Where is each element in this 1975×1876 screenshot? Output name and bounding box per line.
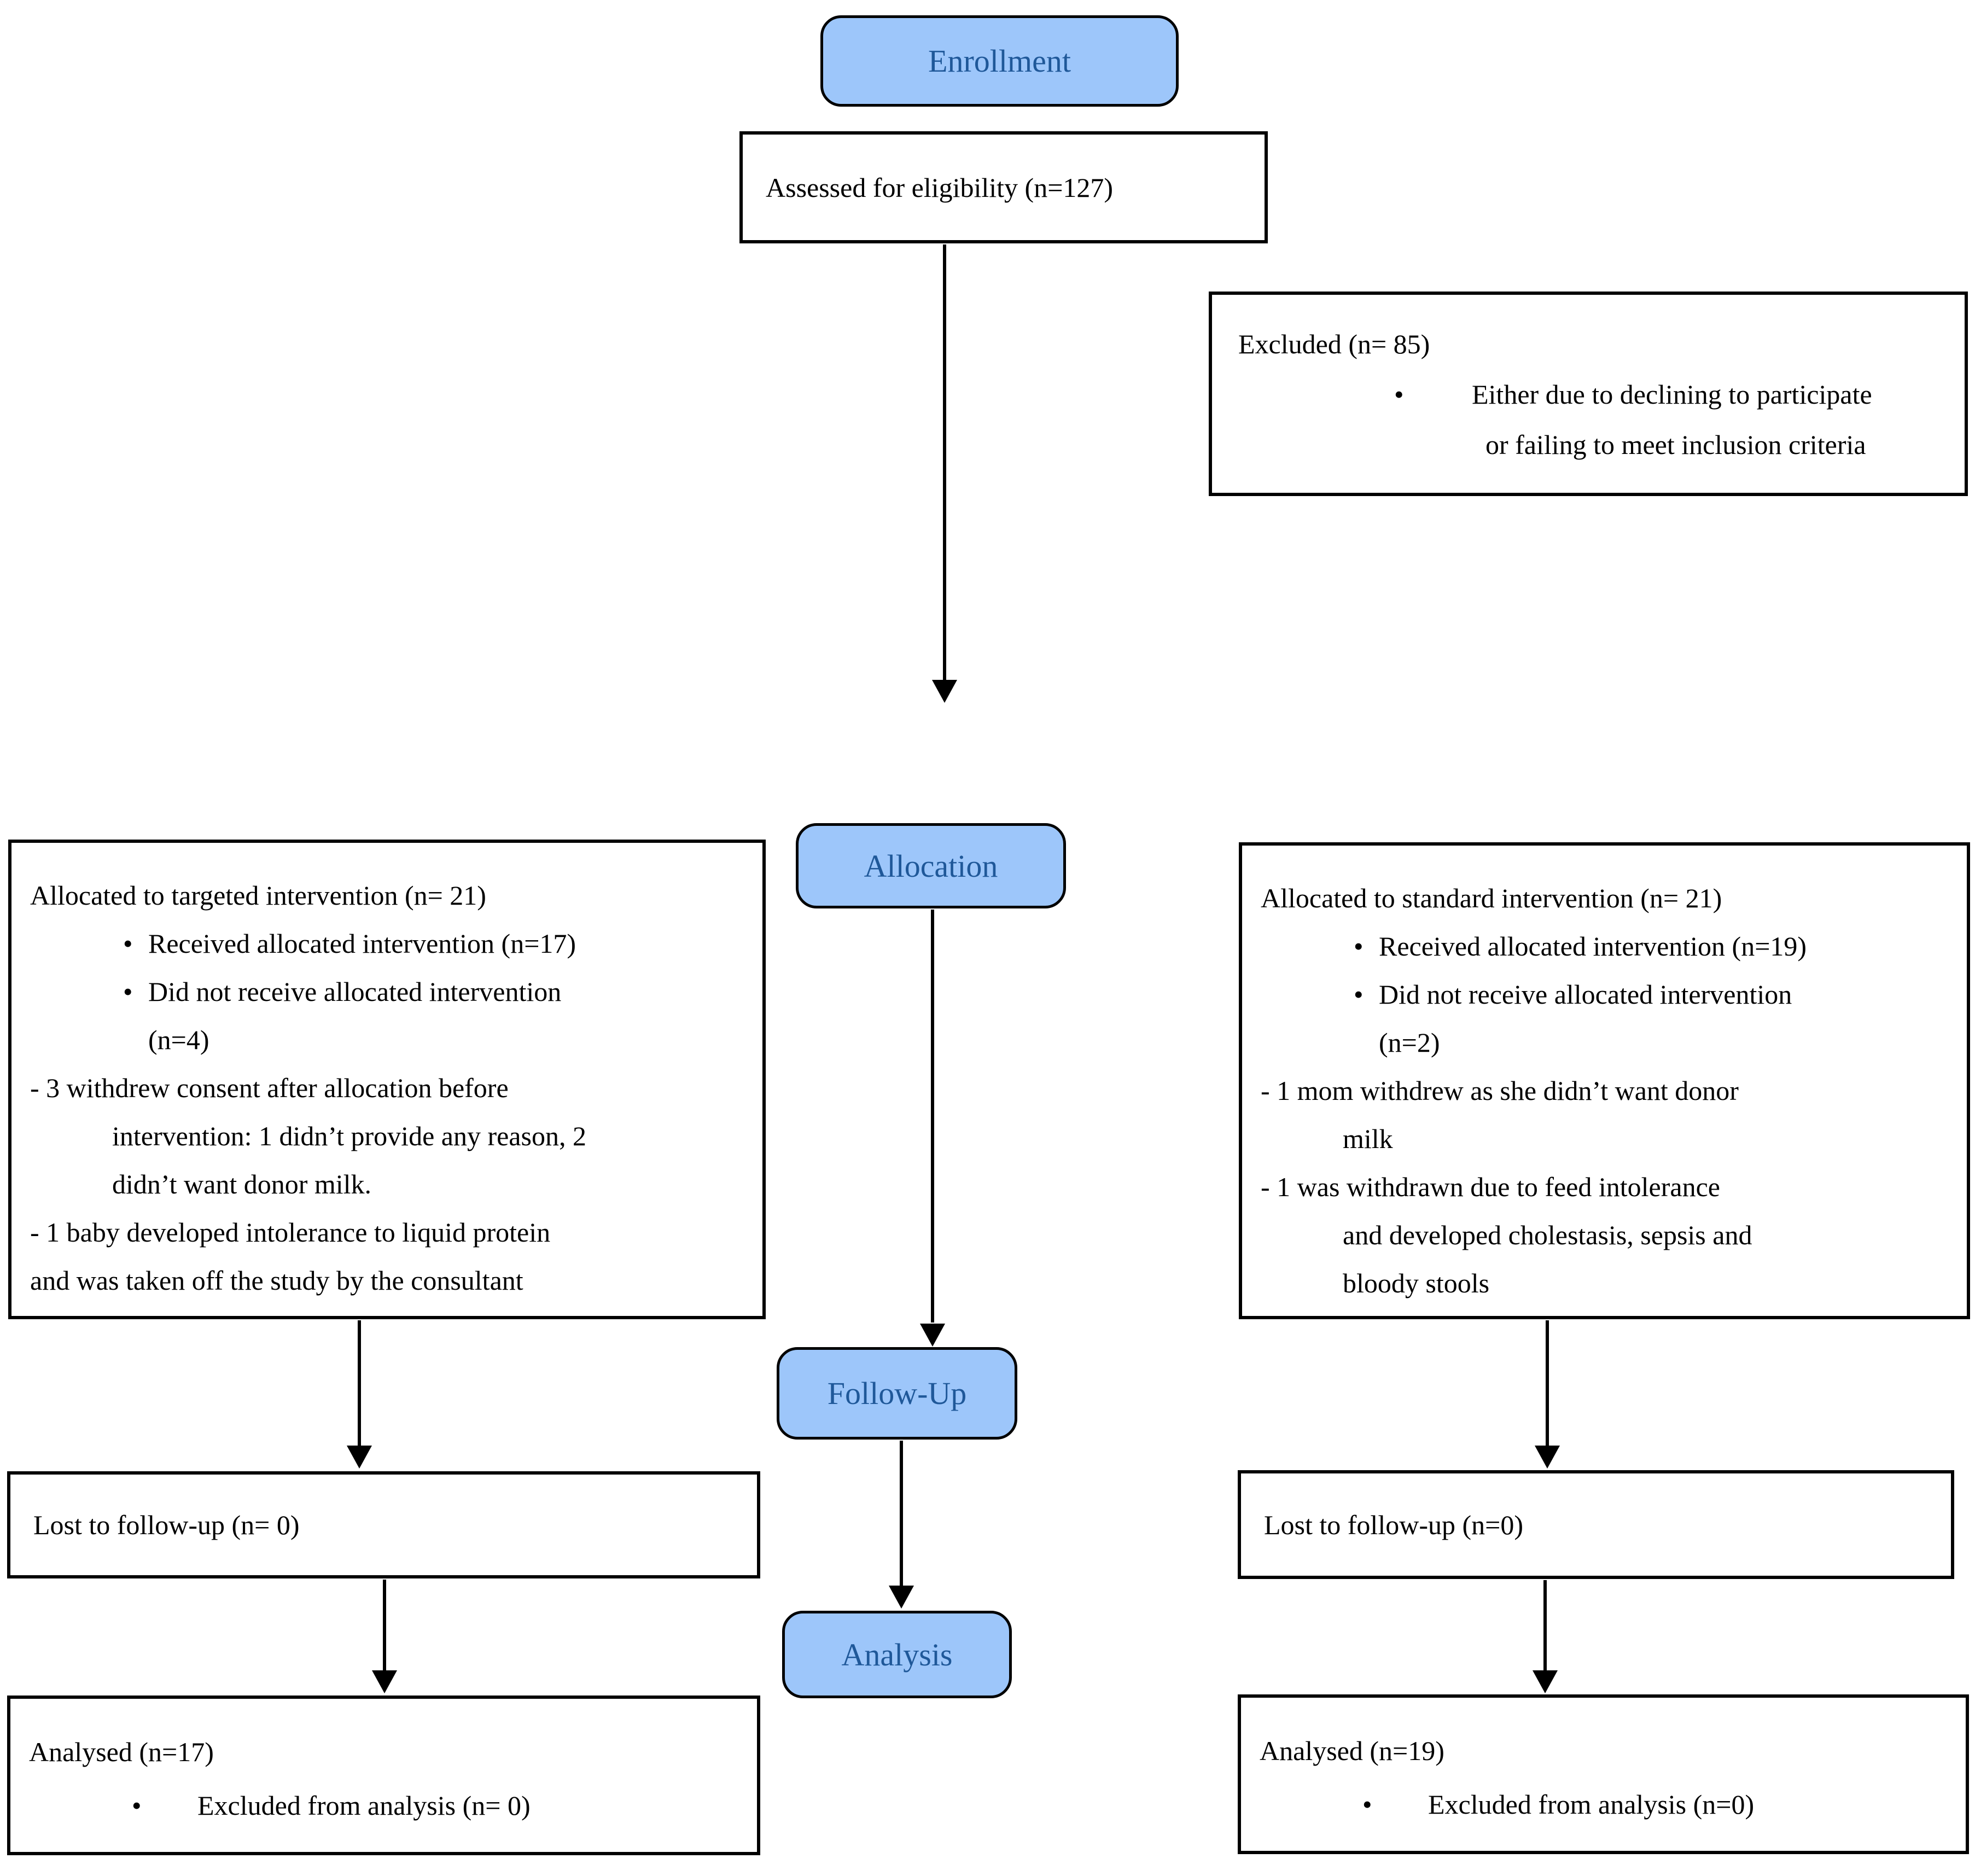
standard-not-received: Did not receive allocated intervention — [1379, 979, 1792, 1010]
targeted-note1-line3: didn’t want donor milk. — [112, 1169, 372, 1199]
standard-analysed-box: Analysed (n=19) • Excluded from analysis … — [1238, 1694, 1969, 1854]
bullet-icon: • — [1354, 979, 1364, 1010]
targeted-lost-box: Lost to follow-up (n= 0) — [7, 1471, 760, 1578]
standard-note2-line1: - 1 was withdrawn due to feed intoleranc… — [1261, 1172, 1720, 1202]
arrow-standard-lost-to-analysed-head — [1533, 1670, 1558, 1693]
targeted-note1-line1: - 3 withdrew consent after allocation be… — [30, 1073, 509, 1103]
targeted-note1-line2: intervention: 1 didn’t provide any reaso… — [112, 1121, 586, 1151]
targeted-intervention-box: Allocated to targeted intervention (n= 2… — [8, 840, 766, 1319]
standard-note2-line3: bloody stools — [1343, 1268, 1490, 1298]
arrow-targeted-lost-to-analysed-line — [383, 1580, 386, 1670]
standard-title: Allocated to standard intervention (n= 2… — [1261, 883, 1722, 913]
arrow-followup-to-analysis-line — [900, 1441, 903, 1586]
excluded-box: Excluded (n= 85) • Either due to declinin… — [1209, 292, 1968, 496]
arrow-allocation-to-followup-line — [931, 910, 934, 1322]
targeted-analysed-box: Analysed (n=17) • Excluded from analysis … — [7, 1696, 760, 1855]
allocation-stage-label: Allocation — [864, 848, 998, 884]
bullet-icon: • — [1394, 379, 1404, 410]
arrow-standard-to-lost-line — [1546, 1320, 1549, 1446]
analysis-stage-label: Analysis — [841, 1636, 953, 1673]
arrow-followup-to-analysis-head — [889, 1586, 914, 1609]
targeted-not-received: Did not receive allocated intervention — [148, 976, 562, 1007]
arrow-targeted-to-lost-head — [347, 1446, 372, 1469]
excluded-title: Excluded (n= 85) — [1238, 329, 1430, 359]
enrollment-stage-box: Enrollment — [820, 15, 1179, 107]
targeted-note2-line1: - 1 baby developed intolerance to liquid… — [30, 1217, 551, 1248]
arrow-allocation-to-followup-head — [920, 1324, 945, 1347]
bullet-icon: • — [132, 1790, 142, 1821]
standard-not-received-n: (n=2) — [1379, 1027, 1440, 1058]
arrow-assessed-to-allocation-line — [943, 244, 946, 681]
standard-note1-line2: milk — [1343, 1123, 1393, 1154]
assessed-box: Assessed for eligibility (n=127) — [739, 131, 1268, 243]
followup-stage-box: Follow-Up — [777, 1347, 1017, 1440]
standard-lost-text: Lost to follow-up (n=0) — [1264, 1509, 1523, 1540]
targeted-not-received-n: (n=4) — [148, 1024, 209, 1055]
standard-note2-line2: and developed cholestasis, sepsis and — [1343, 1220, 1752, 1250]
standard-analysed-excluded: Excluded from analysis (n=0) — [1428, 1789, 1755, 1820]
arrow-assessed-to-allocation-head — [932, 680, 957, 703]
excluded-bullet-text-cont: or failing to meet inclusion criteria — [1485, 429, 1866, 460]
excluded-bullet-text: Either due to declining to participate — [1472, 379, 1872, 410]
bullet-icon: • — [1362, 1789, 1372, 1820]
standard-lost-box: Lost to follow-up (n=0) — [1238, 1470, 1954, 1579]
arrow-standard-lost-to-analysed-line — [1543, 1580, 1547, 1670]
standard-analysed-title: Analysed (n=19) — [1260, 1735, 1444, 1766]
bullet-icon: • — [1354, 931, 1364, 962]
targeted-received: Received allocated intervention (n=17) — [148, 928, 576, 959]
targeted-lost-text: Lost to follow-up (n= 0) — [33, 1510, 300, 1540]
targeted-title: Allocated to targeted intervention (n= 2… — [30, 880, 486, 911]
bullet-icon: • — [123, 976, 133, 1007]
arrow-targeted-to-lost-line — [358, 1320, 361, 1446]
allocation-stage-box: Allocation — [796, 823, 1066, 908]
followup-stage-label: Follow-Up — [827, 1376, 967, 1411]
targeted-analysed-excluded: Excluded from analysis (n= 0) — [197, 1790, 531, 1821]
arrow-standard-to-lost-head — [1535, 1446, 1560, 1469]
standard-received: Received allocated intervention (n=19) — [1379, 931, 1807, 962]
bullet-icon: • — [123, 928, 133, 959]
assessed-text: Assessed for eligibility (n=127) — [766, 172, 1114, 203]
analysis-stage-box: Analysis — [782, 1611, 1012, 1698]
standard-note1-line1: - 1 mom withdrew as she didn’t want dono… — [1261, 1075, 1739, 1106]
targeted-analysed-title: Analysed (n=17) — [29, 1737, 214, 1767]
arrow-targeted-lost-to-analysed-head — [372, 1670, 397, 1693]
enrollment-stage-label: Enrollment — [928, 43, 1071, 79]
standard-intervention-box: Allocated to standard intervention (n= 2… — [1239, 842, 1970, 1319]
targeted-note2-line2: and was taken off the study by the consu… — [30, 1265, 523, 1296]
